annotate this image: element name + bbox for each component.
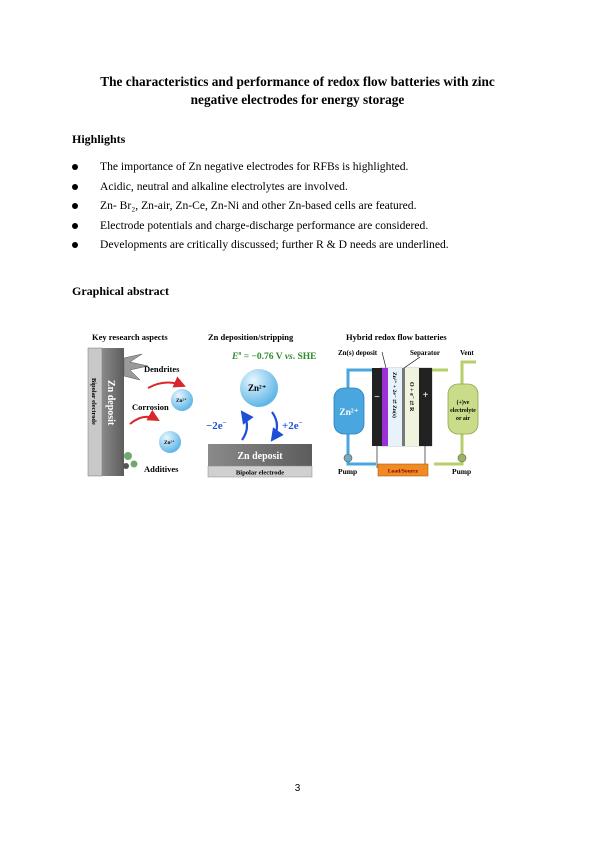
graphical-abstract-heading: Graphical abstract xyxy=(72,284,169,298)
dendrites-label: Dendrites xyxy=(144,364,180,374)
tank-right-line-2: electrolyte xyxy=(450,408,476,414)
panel1-electrode-label: Bipolar electrode xyxy=(90,378,97,425)
corrosion-arrow-icon xyxy=(129,409,160,425)
pump-icon xyxy=(343,453,353,463)
corrosion-label: Corrosion xyxy=(132,402,169,412)
pump-left-label: Pump xyxy=(338,467,357,476)
highlights-list: The importance of Zn negative electrodes… xyxy=(72,160,532,258)
panel1-title: Key research aspects xyxy=(92,332,168,342)
minus-2e-label: −2e− xyxy=(206,419,227,432)
deposition-arrow-icon xyxy=(270,411,284,442)
panel-key-research: Key research aspects Bipolar electrode Z… xyxy=(87,332,193,477)
highlight-item: Zn- Br₂, Zn-air, Zn-Ce, Zn-Ni and other … xyxy=(72,199,532,219)
highlight-item: Developments are critically discussed; f… xyxy=(72,238,532,258)
page-number: 3 xyxy=(294,783,301,794)
positive-sign: + xyxy=(423,390,429,401)
graphical-abstract-figure: Key research aspects Bipolar electrode Z… xyxy=(86,326,486,486)
positive-electrode xyxy=(419,368,432,446)
title-line-2: negative electrodes for energy storage xyxy=(190,92,405,107)
positive-tank xyxy=(447,383,479,435)
highlight-item: Electrode potentials and charge-discharg… xyxy=(72,219,532,239)
dendrite-icon xyxy=(123,353,149,381)
negative-reaction: Zn²⁺ + 2e⁻ ⇄ Zn(s) xyxy=(391,372,398,418)
plus-2e-label: +2e− xyxy=(282,419,303,432)
panel2-deposit-bar xyxy=(208,444,312,466)
stripping-arrow-icon xyxy=(240,410,254,441)
pump-right-label: Pump xyxy=(452,467,471,476)
load-source-box xyxy=(377,463,429,477)
panel2-ion-label: Zn²⁺ xyxy=(248,383,267,393)
zn-ion-icon xyxy=(240,369,278,407)
corrosion-arrow-icon xyxy=(147,376,186,389)
zn-deposit-callout: Zn(s) deposit xyxy=(338,349,378,357)
positive-compartment xyxy=(405,368,419,446)
bullet-icon xyxy=(72,203,78,209)
zn-ion-icon xyxy=(159,431,181,453)
paper-title: The characteristics and performance of r… xyxy=(60,73,535,109)
zn-deposit-layer xyxy=(382,368,388,446)
neg-pipe xyxy=(346,430,376,466)
bullet-icon xyxy=(72,164,78,170)
graphical-abstract-svg: Key research aspects Bipolar electrode Z… xyxy=(87,332,479,478)
negative-compartment xyxy=(388,368,402,446)
panel1-deposit-label: Zn deposit xyxy=(105,380,116,426)
load-source-label: Load/Source xyxy=(388,469,419,475)
zn-ion-icon xyxy=(171,389,193,411)
panel3-title: Hybrid redox flow batteries xyxy=(346,332,447,342)
pos-pipe xyxy=(434,430,464,466)
additive-icon xyxy=(123,463,129,469)
vent-callout: Vent xyxy=(460,349,474,357)
pump-icon xyxy=(457,453,467,463)
tank-right-line-3: or air xyxy=(456,416,470,422)
zn-ion-label: Zn²⁺ xyxy=(164,440,175,446)
panel2-title: Zn deposition/stripping xyxy=(208,332,294,342)
zn-deposit-bar xyxy=(102,348,124,476)
highlight-item: The importance of Zn negative electrodes… xyxy=(72,160,532,180)
negative-tank xyxy=(333,387,365,435)
negative-electrode xyxy=(372,368,382,446)
additive-icon xyxy=(130,460,138,468)
separator-callout: Separator xyxy=(410,349,440,357)
bullet-icon xyxy=(72,222,78,229)
zn-ion-label: Zn²⁺ xyxy=(176,398,187,404)
negative-sign: − xyxy=(374,392,380,403)
highlight-item: Acidic, neutral and alkaline electrolyte… xyxy=(72,180,532,200)
panel2-electrode-label: Bipolar electrode xyxy=(236,470,284,477)
separator-membrane xyxy=(402,368,405,446)
panel2-deposit-label: Zn deposit xyxy=(237,451,283,462)
tank-left-label: Zn²⁺ xyxy=(339,408,358,418)
standard-potential: Eo = −0.76 V vs. SHE xyxy=(231,351,317,362)
bullet-icon xyxy=(72,183,78,190)
positive-reaction: O + e⁻ ⇄ R xyxy=(408,382,414,412)
panel-hybrid-rfb: Hybrid redox flow batteries Zn(s) deposi… xyxy=(333,332,479,477)
panel2-electrode-bar xyxy=(207,465,313,478)
additives-label: Additives xyxy=(144,464,179,474)
tank-right-line-1: (+)ve xyxy=(457,399,470,406)
highlights-heading: Highlights xyxy=(72,132,126,146)
bullet-icon xyxy=(72,242,78,248)
title-line-1: The characteristics and performance of r… xyxy=(100,74,495,89)
additive-icon xyxy=(124,452,132,460)
panel-deposition-stripping: Zn deposition/stripping Eo = −0.76 V vs.… xyxy=(206,332,317,478)
